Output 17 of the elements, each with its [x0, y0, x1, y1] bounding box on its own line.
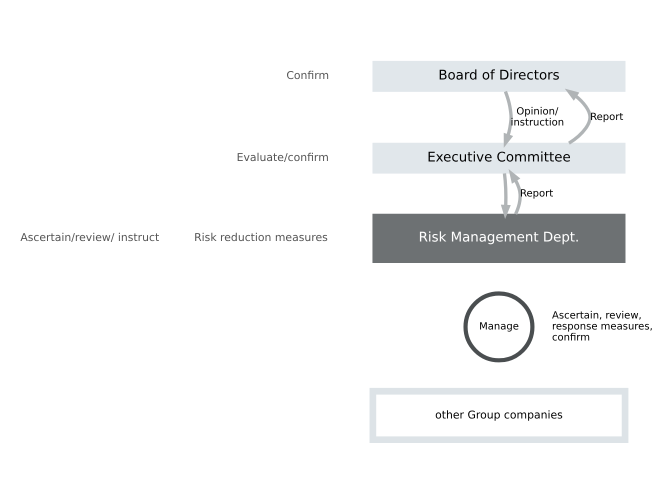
node-box: other Group companies [370, 387, 628, 442]
label: Evaluate/confirm [236, 150, 329, 164]
arrow [500, 172, 511, 219]
label: Confirm [286, 68, 330, 82]
node-box: Executive Committee [372, 142, 626, 174]
edge-label: Report [520, 188, 554, 199]
label: Risk reduction measures [194, 230, 328, 244]
node-box: Risk Management Dept. [372, 213, 626, 263]
edge-label: Report [590, 111, 624, 122]
arrow [504, 90, 514, 148]
label: Ascertain/review/ instruct [20, 230, 160, 244]
edge-label: Opinion/ instruction [510, 106, 564, 128]
node-label: Ascertain, review, response measures, confirm [552, 310, 653, 343]
node-circle: Manage [463, 290, 534, 362]
node-box: Board of Directors [372, 60, 626, 92]
arrow [508, 168, 522, 214]
arrow [564, 88, 592, 144]
